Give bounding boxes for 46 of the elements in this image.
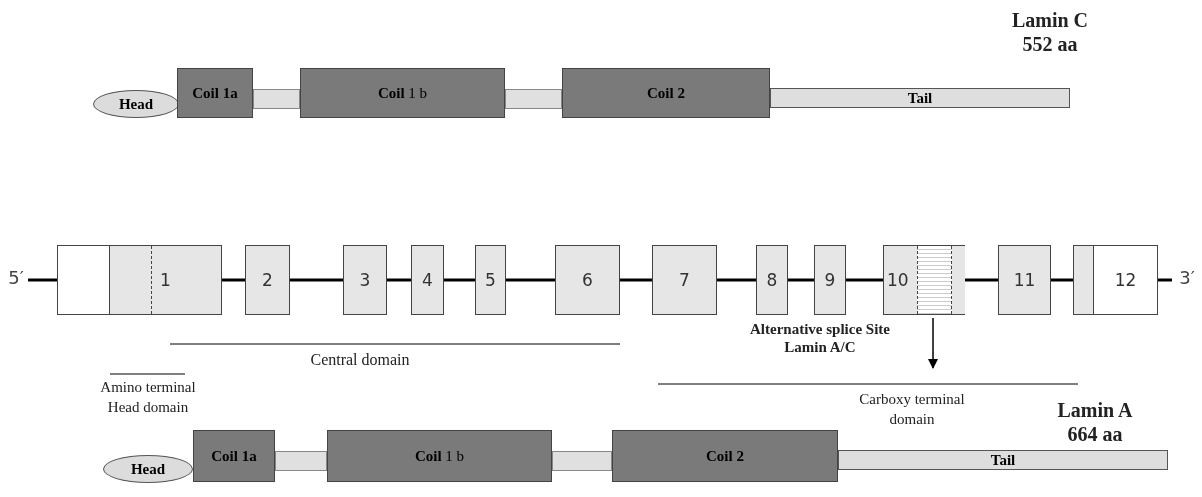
strand-end-label: 3′: [1178, 266, 1196, 290]
protein-label: Lamin C 552 aa: [1010, 8, 1090, 56]
tail-bar: Tail: [770, 88, 1070, 108]
arrow: [928, 317, 938, 369]
exon-box: 8: [756, 245, 788, 315]
intron-line: [222, 278, 245, 282]
exon-box: 12: [1073, 245, 1158, 315]
coil-domain-box: Coil 1a: [177, 68, 253, 118]
head-ellipse: Head: [93, 90, 179, 118]
coil-domain-box: Coil 2: [612, 430, 838, 482]
exon-box: 3: [343, 245, 387, 315]
protein-label: Lamin A 664 aa: [1056, 398, 1134, 446]
intron-line: [1051, 278, 1073, 282]
intron-line: [717, 278, 756, 282]
intron-line: [788, 278, 814, 282]
linker-bar: [552, 451, 612, 471]
exon-box: 1: [57, 245, 222, 315]
coil-domain-box: Coil 1 b: [327, 430, 552, 482]
exon-box: 10: [883, 245, 965, 315]
intron-line: [506, 278, 555, 282]
intron-line: [444, 278, 475, 282]
intron-line: [387, 278, 411, 282]
head-ellipse: Head: [103, 455, 193, 483]
linker-bar: [275, 451, 327, 471]
linker-bar: [253, 89, 300, 109]
intron-line: [620, 278, 652, 282]
exon-box: 2: [245, 245, 290, 315]
strand-end-label: 5′: [7, 266, 25, 290]
intron-line: [846, 278, 883, 282]
coil-domain-box: Coil 2: [562, 68, 770, 118]
coil-domain-box: Coil 1 b: [300, 68, 505, 118]
domain-label: Amino terminal Head domain: [99, 378, 197, 417]
exon-box: 4: [411, 245, 444, 315]
annotation-label: Alternative splice Site Lamin A/C: [749, 320, 891, 356]
linker-bar: [505, 89, 562, 109]
intron-line: [965, 278, 998, 282]
exon-box: 7: [652, 245, 717, 315]
exon-box: 6: [555, 245, 620, 315]
intron-line: [290, 278, 343, 282]
domain-label: Central domain: [309, 350, 411, 370]
exon-box: 5: [475, 245, 506, 315]
tail-bar: Tail: [838, 450, 1168, 470]
coil-domain-box: Coil 1a: [193, 430, 275, 482]
exon-box: 11: [998, 245, 1051, 315]
domain-label: Carboxy terminal domain: [858, 390, 966, 429]
exon-box: 9: [814, 245, 846, 315]
